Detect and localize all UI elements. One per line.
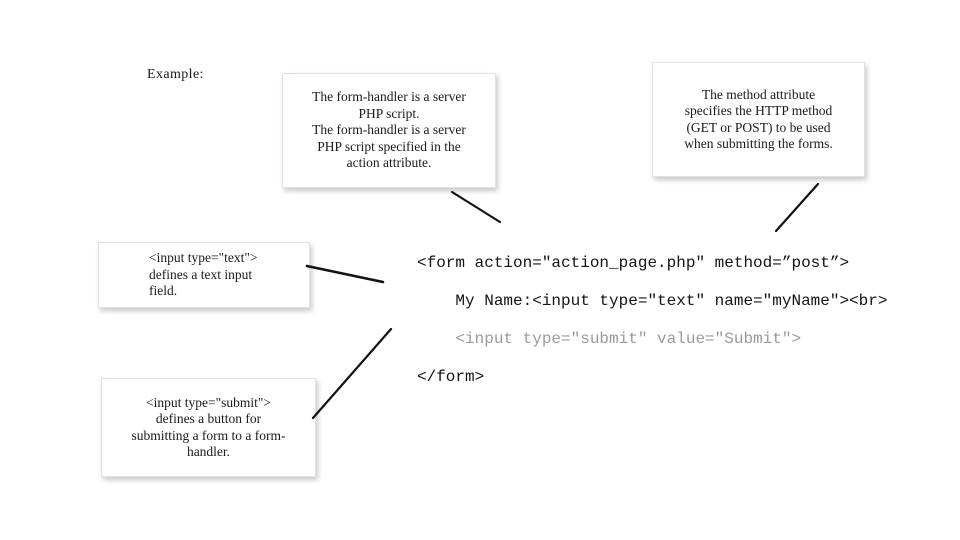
callout-input-text: <input type="text"> defines a text input…	[98, 242, 310, 308]
connector-method-attr-to-code	[774, 182, 820, 233]
connector-input-text-to-code	[305, 264, 385, 284]
example-label: Example:	[147, 67, 204, 82]
callout-method-attribute-text: The method attribute specifies the HTTP …	[684, 86, 833, 151]
code-line-form-close: </form>	[417, 368, 485, 386]
code-block: <form action="action_page.php" method=”p…	[417, 255, 887, 385]
code-line-input-submit: <input type="submit" value="Submit">	[417, 330, 802, 348]
callout-form-handler-text: The form-handler is a server PHP script.…	[312, 89, 466, 171]
code-line-form-open: <form action="action_page.php" method=”p…	[417, 254, 850, 272]
connector-input-submit-to-code	[311, 327, 393, 420]
callout-form-handler: The form-handler is a server PHP script.…	[282, 73, 496, 188]
callout-input-submit: <input type="submit"> defines a button f…	[101, 378, 316, 477]
code-line-input-text: My Name:<input type="text" name="myName"…	[417, 292, 888, 310]
callout-input-submit-text: <input type="submit"> defines a button f…	[131, 394, 286, 459]
connector-form-handler-to-code	[450, 190, 502, 224]
callout-input-text-text: <input type="text"> defines a text input…	[149, 250, 258, 299]
callout-method-attribute: The method attribute specifies the HTTP …	[652, 62, 865, 177]
